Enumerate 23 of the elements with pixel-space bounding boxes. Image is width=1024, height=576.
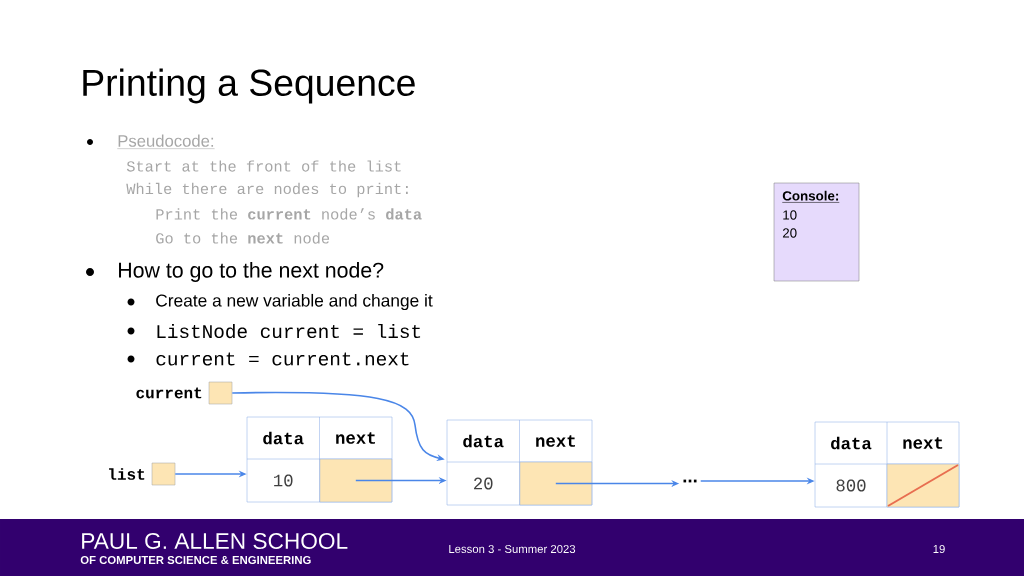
page-number: 19 (933, 545, 945, 553)
pseudocode-line: Print the current node’s data (156, 208, 422, 220)
pointer-box: list (109, 462, 176, 486)
pointer-box: current (136, 381, 233, 405)
node-label: current (136, 387, 202, 399)
pointer-cell (519, 461, 593, 506)
footer-text: Lesson 3 - Summer 2023 (449, 545, 576, 553)
pseudocode-line: Start at the front of the list (126, 160, 401, 172)
code-text: current = current.next (156, 352, 409, 366)
title: Printing a Sequence (83, 68, 415, 104)
heading: Pseudocode: (117, 134, 215, 149)
pseudocode-line: While there are nodes to print: (126, 182, 408, 198)
footer-school-subtitle: OF COMPUTER SCIENCE & ENGINEERING (80, 556, 311, 564)
bullet-text: Create a new variable and change it (156, 293, 433, 311)
null-pointer-cell (886, 463, 960, 508)
ellipsis: ... (683, 479, 697, 483)
node-label: list (109, 468, 145, 480)
code-text: ListNode current = list (157, 323, 421, 339)
pseudocode-line: Go to the next node (156, 232, 330, 244)
console-box: Console: 10 20 (773, 182, 860, 282)
bullet-text: How to go to the next node? (119, 262, 384, 282)
pointer-cell (319, 458, 393, 503)
footer-school-name: PAUL G. ALLEN SCHOOL (82, 533, 348, 550)
